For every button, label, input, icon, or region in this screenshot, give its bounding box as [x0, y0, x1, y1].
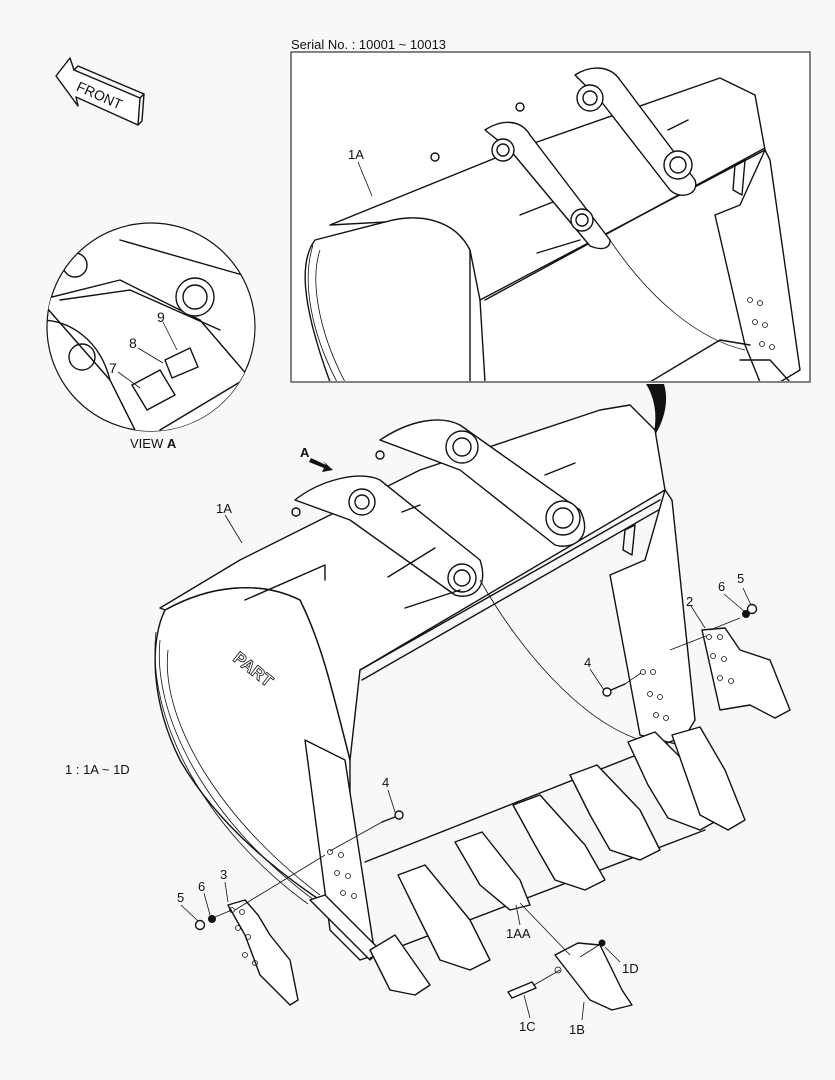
bucket-teeth: [369, 726, 746, 996]
leader-3: [224, 881, 229, 903]
callout-4a: 4: [584, 655, 592, 670]
view-a-caption: VIEW A: [130, 437, 176, 450]
callout-4b: 4: [382, 775, 390, 790]
front-arrow-icon: [55, 57, 145, 126]
callout-5b: 5: [177, 890, 185, 905]
detail-leader-8: [137, 347, 164, 364]
view-a-caption-letter: A: [166, 436, 177, 451]
side-cutter-left: [214, 854, 326, 1006]
detail-callout-9: 9: [157, 309, 165, 325]
view-pointer-label: A: [300, 445, 310, 460]
callout-1A: 1A: [216, 501, 232, 516]
inset-callout-1A: 1A: [348, 147, 364, 162]
main-bucket-drawing: PART: [154, 404, 746, 996]
leader-6b: [203, 892, 211, 916]
assembly-note: 1 : 1A ~ 1D: [65, 762, 130, 777]
nut-5-right: [746, 603, 758, 615]
callout-1B: 1B: [569, 1022, 585, 1037]
detail-leader-7: [117, 371, 141, 389]
view-direction-mark: [646, 384, 667, 440]
retainer-1D: [598, 939, 606, 947]
detail-leader-9: [162, 321, 178, 351]
view-a-caption-prefix: VIEW: [130, 436, 167, 451]
inset-leader-1A: [357, 161, 373, 197]
callout-6a: 6: [718, 579, 726, 594]
washer-6-left: [208, 915, 216, 923]
callout-2: 2: [686, 594, 694, 609]
leader-1C: [523, 994, 531, 1019]
detail-callout-8: 8: [129, 335, 137, 351]
callout-6b: 6: [198, 879, 206, 894]
detail-callout-7: 7: [109, 360, 117, 376]
leader-5a: [742, 587, 752, 606]
leader-2: [690, 605, 706, 629]
leader-6a: [723, 593, 745, 612]
leader-4a: [589, 668, 605, 691]
inset-bucket-drawing: [304, 67, 801, 381]
leader-4b: [387, 789, 396, 813]
nut-5-left: [194, 919, 206, 931]
exploded-tooth-1B: [554, 942, 633, 1011]
serial-number-label: Serial No. : 10001 ~ 10013: [291, 37, 447, 52]
bolt-4-left: [329, 810, 404, 852]
leader-1B: [581, 1001, 585, 1021]
leader-5b: [180, 904, 199, 922]
side-cutter-right: [669, 617, 791, 719]
leader-1AA: [515, 904, 521, 926]
view-a-pointer-arrow: [309, 458, 333, 472]
callout-1C: 1C: [519, 1019, 536, 1034]
leader-1A: [224, 514, 243, 544]
washer-6-right: [742, 610, 750, 618]
bolt-4-right: [602, 672, 642, 697]
callout-1AA: 1AA: [506, 926, 531, 941]
callout-3: 3: [220, 867, 228, 882]
pin-1C: [507, 981, 537, 999]
callout-1D: 1D: [622, 961, 639, 976]
leader-1D: [604, 946, 621, 963]
callout-5a: 5: [737, 571, 745, 586]
view-a-detail-drawing: [47, 239, 255, 431]
